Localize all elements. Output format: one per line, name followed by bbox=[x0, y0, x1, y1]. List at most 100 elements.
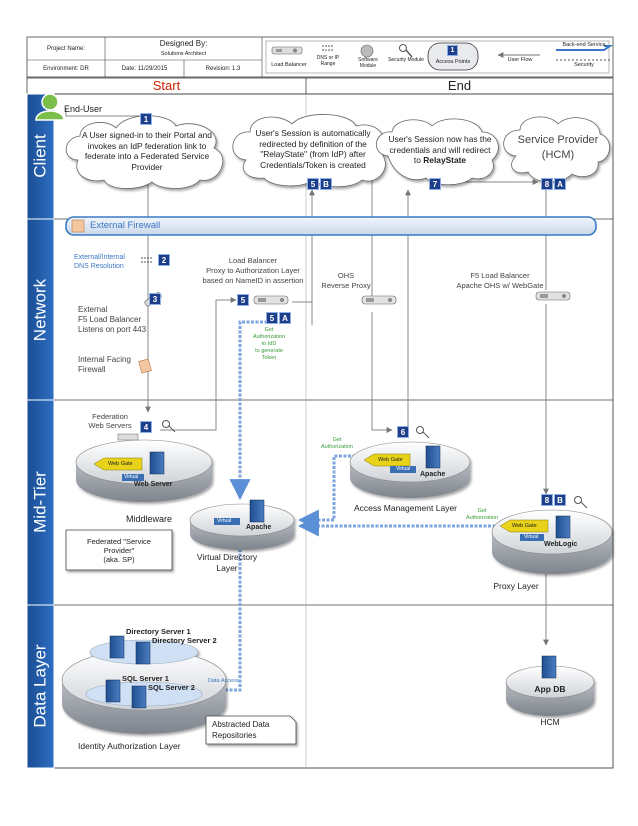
sql-server-2-icon bbox=[131, 685, 147, 709]
aml-key-icon bbox=[416, 426, 430, 439]
internal-firewall-line1: Internal Facing bbox=[78, 355, 131, 364]
date-label: Date: 11/29/2015 bbox=[121, 65, 168, 72]
step-5-badge: 5 bbox=[237, 294, 249, 306]
cloud-credentials-text: User's Session now has the credentials a… bbox=[386, 134, 494, 166]
lb-label-line3: based on NameID in assertion bbox=[202, 276, 304, 285]
step-8b-letter-badge: B bbox=[554, 494, 566, 506]
get-auth-note-line1: Get bbox=[264, 327, 274, 333]
project-name-label: Project Name: bbox=[46, 45, 85, 52]
web-server-icon bbox=[149, 451, 165, 475]
network-devices bbox=[138, 257, 571, 374]
f5b-label-line2: Apache OHS w/ WebGate bbox=[456, 281, 544, 290]
virtual-label-1: Virtual bbox=[124, 474, 139, 480]
middleware-disk bbox=[75, 439, 213, 502]
virtual-label-2: Virtual bbox=[217, 518, 232, 524]
cloud-credentials-text-a: User's Session now has the credentials a… bbox=[388, 134, 492, 165]
vdl-label-line1: Virtual Directory bbox=[196, 552, 258, 562]
environment-label: Environment: DR bbox=[43, 65, 89, 72]
proxy-key-icon bbox=[574, 496, 588, 509]
identity-authorization-layer-label: Identity Authorization Layer bbox=[78, 741, 181, 751]
dns-legend-icon bbox=[322, 45, 334, 51]
f5-label-line1: External bbox=[78, 305, 108, 314]
legend-security: Security bbox=[574, 62, 594, 68]
get-auth-aml-line1: Get bbox=[332, 437, 342, 443]
f5b-label-line1: F5 Load Balancer bbox=[470, 271, 530, 280]
federated-sp-line3: (aka. SP) bbox=[103, 555, 135, 564]
virtual-label-4: Virtual bbox=[524, 534, 539, 540]
abstracted-data-line2: Repositories bbox=[212, 731, 257, 740]
get-auth-proxy-line1: Get bbox=[477, 508, 487, 514]
get-auth-proxy-line2: Authorization bbox=[465, 515, 499, 521]
federation-key-icon bbox=[117, 420, 176, 441]
web-gate-label-1: Web Gate bbox=[108, 461, 133, 467]
app-db-server-icon bbox=[541, 655, 557, 679]
legend-security-module: Security Module bbox=[388, 57, 424, 63]
cloud-user-signin bbox=[65, 115, 224, 189]
vdl-label-line2: Layer bbox=[216, 563, 238, 573]
get-auth-note-line2: Authorization bbox=[252, 334, 286, 340]
step-5b-number-badge: 5 bbox=[307, 178, 319, 190]
apache-aml-label: Apache bbox=[420, 471, 446, 478]
lane-client: Client bbox=[30, 134, 50, 178]
server-icons bbox=[105, 445, 571, 709]
directory-server-1-label: Directory Server 1 bbox=[126, 627, 191, 636]
sql-server-1-label: SQL Server 1 bbox=[122, 674, 169, 683]
weblogic-label: WebLogic bbox=[544, 541, 578, 548]
external-firewall-bar bbox=[65, 216, 597, 236]
directory-server-1-icon bbox=[109, 635, 125, 659]
end-user-label: End-User bbox=[64, 104, 103, 114]
proxy-layer-label: Proxy Layer bbox=[493, 581, 539, 591]
cloud-service-provider bbox=[503, 116, 610, 183]
lb-label-line2: Proxy to Authorization Layer bbox=[206, 266, 300, 275]
get-auth-aml-line2: Authorization bbox=[320, 444, 354, 450]
ohs-reverse-proxy-icon bbox=[361, 295, 397, 305]
data-access-label: Data Access bbox=[208, 678, 239, 684]
step-3-badge: 3 bbox=[149, 293, 161, 305]
cloud-user-signin-text: A User signed-in to their Portal and inv… bbox=[82, 130, 212, 172]
apache-vdl-label: Apache bbox=[246, 524, 272, 531]
column-end: End bbox=[447, 78, 472, 93]
hcm-label: HCM bbox=[540, 717, 560, 727]
app-db-label: App DB bbox=[534, 684, 566, 694]
internal-firewall-icon bbox=[138, 358, 152, 374]
cloud-credentials bbox=[376, 118, 499, 186]
step-8a-number-badge: 8 bbox=[541, 178, 553, 190]
webgate-shapes bbox=[93, 453, 549, 541]
step-5a-number-badge: 5 bbox=[266, 312, 278, 324]
end-user-avatar bbox=[35, 93, 65, 121]
dns-icon bbox=[141, 257, 153, 263]
virtual-directory-disk bbox=[189, 503, 295, 550]
apache-aml-server-icon bbox=[425, 445, 441, 469]
service-provider-hcm: (HCM) bbox=[541, 149, 575, 161]
legend-icons bbox=[271, 42, 614, 71]
step-6-badge: 6 bbox=[397, 426, 409, 438]
federated-sp-line1: Federated "Service bbox=[87, 537, 151, 546]
federation-label-line1: Federation bbox=[92, 412, 128, 421]
app-db-disk bbox=[505, 665, 595, 716]
federated-sp-note-box bbox=[65, 529, 173, 571]
virtual-label-3: Virtual bbox=[396, 466, 411, 472]
cloud-credentials-relaystate: RelayState bbox=[423, 155, 467, 165]
apache-vdl-server-icon bbox=[249, 499, 265, 523]
cloud-session-redirect-text: User's Session is automatically redirect… bbox=[255, 128, 371, 170]
security-keys bbox=[117, 420, 588, 509]
legend-software-module: Software Module bbox=[358, 57, 378, 69]
step-4-badge: 4 bbox=[140, 421, 152, 433]
designed-by-label: Designed By: bbox=[159, 39, 208, 48]
federated-sp-line2: Provider" bbox=[103, 546, 135, 555]
directory-server-2-label: Directory Server 2 bbox=[152, 636, 217, 645]
legend-user-flow: User Flow bbox=[507, 57, 533, 63]
sql-server-2-label: SQL Server 2 bbox=[148, 683, 195, 692]
web-gate-label-3: Web Gate bbox=[512, 523, 537, 529]
swimlanes bbox=[26, 93, 614, 769]
f5-webgate-load-balancer-icon bbox=[535, 291, 571, 301]
step-5b-letter-badge: B bbox=[320, 178, 332, 190]
get-auth-note-line5: Token bbox=[261, 355, 277, 361]
client-clouds bbox=[65, 114, 610, 189]
middleware-label: Middleware bbox=[126, 514, 173, 524]
legend-load-balancer: Load Balancer bbox=[271, 62, 307, 68]
federation-label-line2: Web Servers bbox=[88, 421, 132, 430]
service-provider-label: Service Provider bbox=[517, 134, 599, 146]
get-auth-note-line4: to generate bbox=[255, 348, 283, 354]
backend-service-legend-arrow bbox=[556, 45, 614, 51]
